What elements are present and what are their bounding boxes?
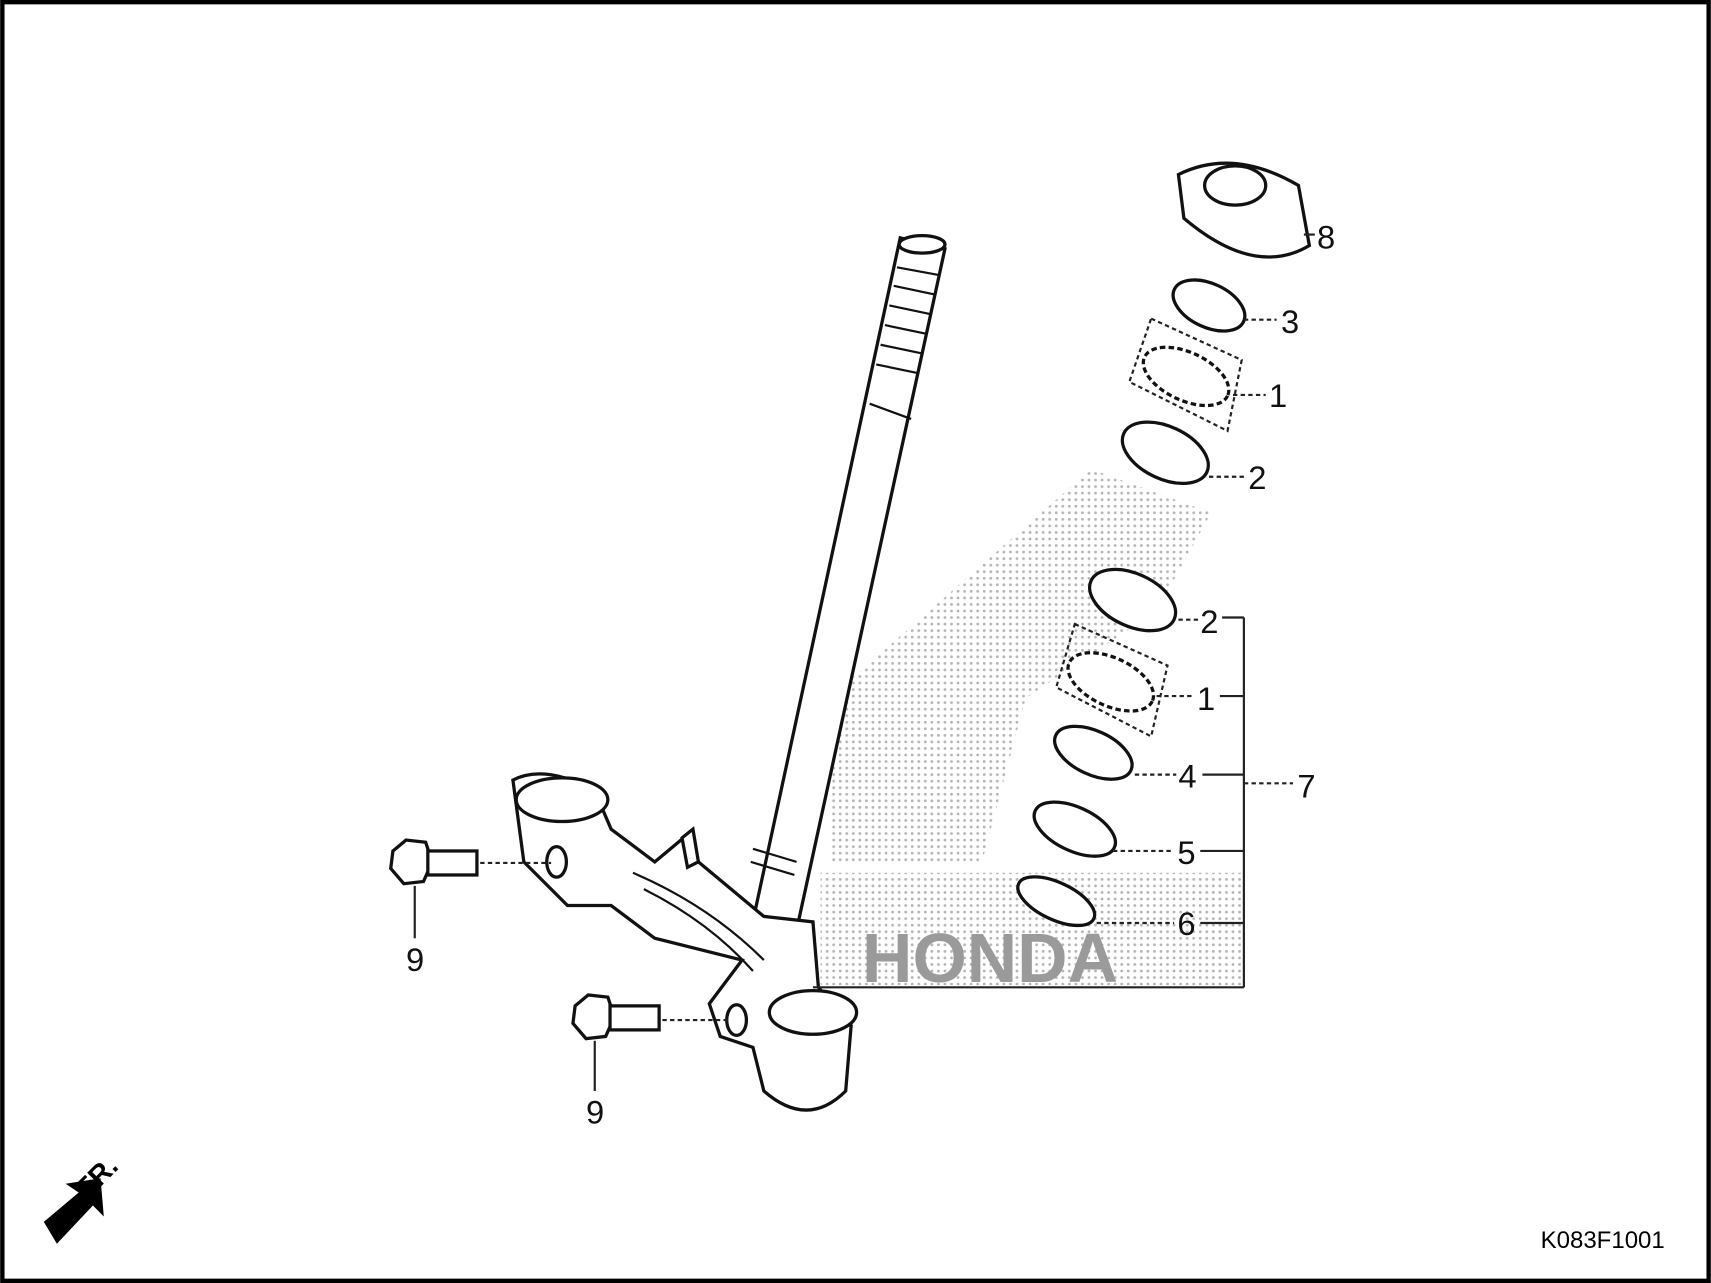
callout-5: 5 [1177,834,1195,871]
callout-3: 3 [1281,303,1299,340]
callout-7: 7 [1297,768,1315,805]
upper-ball-retainer [1127,317,1243,433]
callout-1-upper: 1 [1269,377,1287,414]
dust-seal [1032,800,1118,858]
callout-2-upper: 2 [1248,459,1266,496]
bottom-cone-race [1053,724,1134,781]
steering-stem-nut [1176,161,1312,259]
callout-8: 8 [1317,219,1335,256]
diagram-code: K083F1001 [1541,1227,1665,1254]
bolt-upper [389,838,552,886]
dust-seal-washer [1016,875,1097,928]
bottom-bridge [511,772,859,1112]
upper-outer-race [1120,420,1210,486]
callout-9-lower: 9 [586,1094,604,1131]
watermark-text: HONDA [862,919,1118,997]
callout-9-upper: 9 [406,941,424,978]
lower-outer-race [1087,567,1178,633]
top-cone-race [1171,278,1247,333]
callout-1-lower: 1 [1197,680,1215,717]
bolt-lower [571,993,732,1041]
lower-ball-retainer [1054,622,1169,739]
callout-6: 6 [1177,905,1195,942]
callout-2-lower: 2 [1200,603,1218,640]
callout-4: 4 [1178,758,1196,795]
leader-lines [413,233,1315,1091]
